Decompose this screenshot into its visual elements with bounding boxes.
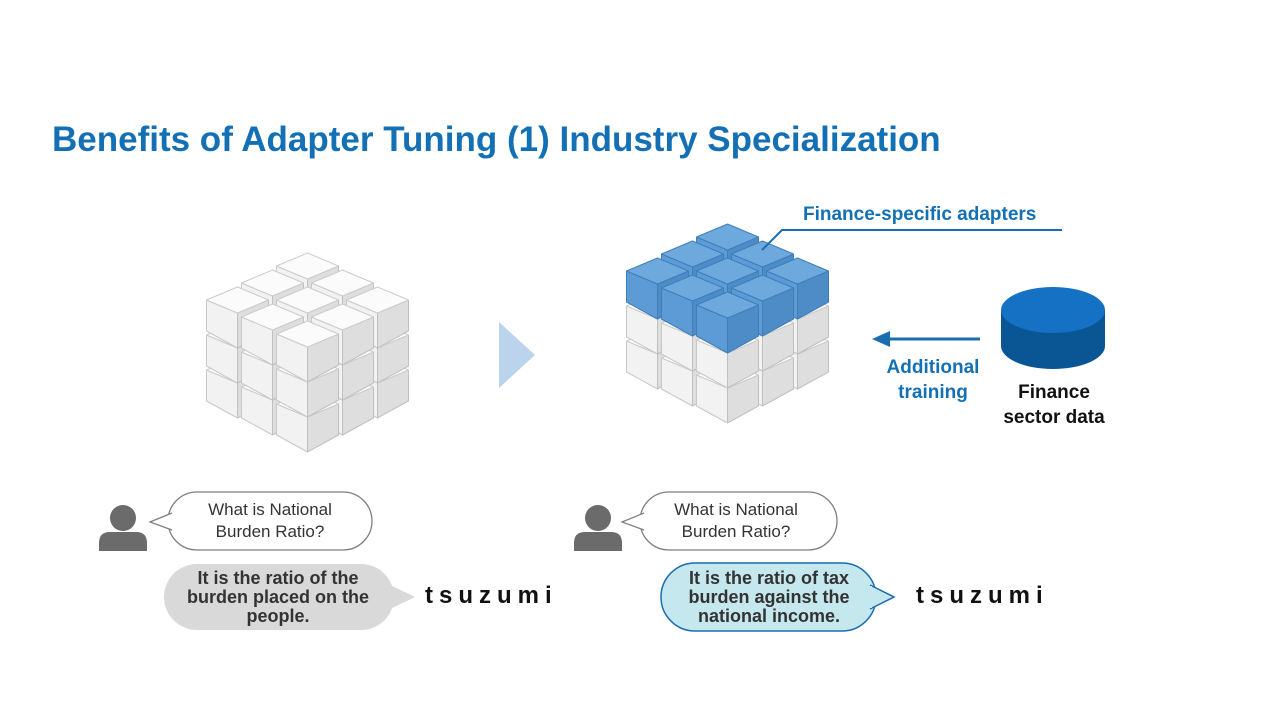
answer-text: It is the ratio of the burden placed on … (186, 567, 369, 626)
database-icon (1001, 287, 1105, 369)
base-model-cube (206, 252, 409, 453)
question-text: What is National Burden Ratio? (674, 500, 798, 541)
brand-logo: tsuzumi (425, 582, 558, 609)
chevron-right-icon (499, 322, 535, 388)
answer-bubble (660, 562, 896, 632)
question-text: What is National Burden Ratio? (208, 500, 332, 541)
user-icon (574, 505, 622, 551)
brand-logo: tsuzumi (916, 582, 1049, 609)
adapter-leader-line (761, 229, 1062, 251)
question-bubble (148, 491, 373, 551)
adapter-label: Finance-specific adapters (803, 204, 1037, 225)
question-bubble (620, 491, 838, 551)
answer-text: It is the ratio of tax burden against th… (688, 567, 850, 626)
slide-title: Benefits of Adapter Tuning (1) Industry … (52, 120, 941, 159)
finance-adapted-cube (626, 223, 829, 424)
data-source-label: Finance sector data (1003, 382, 1105, 428)
user-icon (99, 505, 147, 551)
training-label: Additional training (886, 357, 980, 403)
answer-bubble (164, 564, 415, 630)
training-arrow (872, 331, 980, 347)
